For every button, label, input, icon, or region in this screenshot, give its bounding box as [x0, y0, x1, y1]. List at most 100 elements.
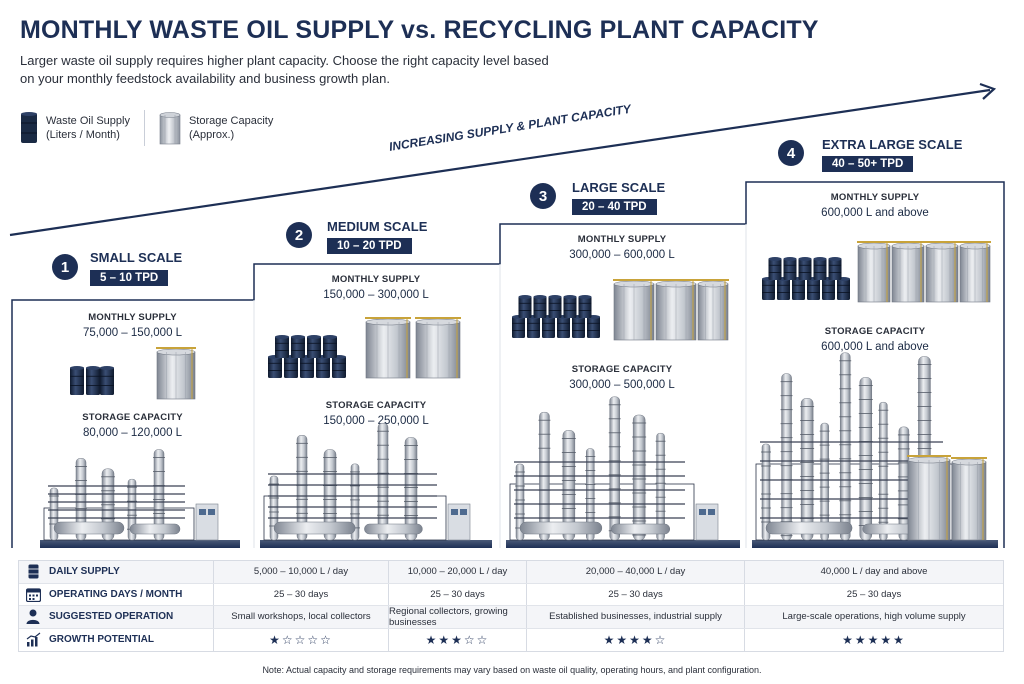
oil-barrel	[777, 277, 790, 300]
storage-tank	[697, 279, 729, 341]
row-label: OPERATING DAYS / MONTH	[19, 583, 214, 605]
row-label: GROWTH POTENTIAL	[19, 628, 214, 651]
stage-4-supply: MONTHLY SUPPLY 600,000 L and above	[821, 192, 929, 219]
oil-barrel	[578, 295, 592, 318]
oil-barrel	[557, 315, 570, 338]
star-rating: ★★★☆☆	[389, 628, 527, 651]
oil-barrel	[332, 355, 346, 378]
stage-3-tpd: 20 – 40 TPD	[572, 199, 657, 215]
oil-barrel	[768, 257, 782, 280]
plant-illustrations	[40, 241, 998, 548]
calendar-icon	[25, 586, 41, 602]
storage-tank	[365, 317, 411, 379]
storage-tank	[891, 241, 925, 303]
page-subtitle: Larger waste oil supply requires higher …	[20, 53, 549, 86]
page-title: MONTHLY WASTE OIL SUPPLY vs. RECYCLING P…	[20, 16, 819, 44]
table-row-growth-potential: GROWTH POTENTIAL ★☆☆☆☆ ★★★☆☆ ★★★★☆ ★★★★★	[19, 628, 1003, 651]
oil-barrel	[828, 257, 842, 280]
oil-barrel	[300, 355, 314, 378]
table-row-operating-days: OPERATING DAYS / MONTH 25 – 30 days 25 –…	[19, 583, 1003, 606]
recycling-plant	[506, 396, 740, 548]
oil-barrel	[548, 295, 562, 318]
row-label: SUGGESTED OPERATION	[19, 606, 214, 628]
table-cell: 25 – 30 days	[846, 588, 902, 600]
oil-barrel	[70, 366, 84, 395]
table-cell: 40,000 L / day and above	[820, 566, 928, 578]
stage-3-supply: MONTHLY SUPPLY 300,000 – 600,000 L	[569, 234, 675, 261]
table-row-suggested-operation: SUGGESTED OPERATION Small workshops, loc…	[19, 606, 1003, 629]
oil-barrel	[268, 355, 282, 378]
barrel-icon	[25, 564, 41, 580]
oil-barrel	[542, 315, 555, 338]
stage-2-name: MEDIUM SCALE	[327, 219, 428, 234]
stage-3-name: LARGE SCALE	[572, 180, 666, 195]
table-cell: Established businesses, industrial suppl…	[527, 606, 745, 628]
table-cell: 10,000 – 20,000 L / day	[389, 561, 527, 583]
star-rating: ★☆☆☆☆	[214, 628, 389, 651]
oil-barrel	[323, 335, 337, 358]
stage-1-storage: STORAGE CAPACITY 80,000 – 120,000 L	[82, 412, 183, 439]
table-cell: 20,000 – 40,000 L / day	[527, 561, 745, 583]
star-rating: ★★★★★	[842, 632, 906, 647]
summary-table: DAILY SUPPLY 5,000 – 10,000 L / day 10,0…	[18, 560, 1004, 652]
oil-barrel	[275, 335, 289, 358]
oil-barrel	[307, 335, 321, 358]
storage-tank	[857, 241, 891, 303]
oil-barrel	[783, 257, 797, 280]
oil-barrel	[813, 257, 827, 280]
storage-tank	[415, 317, 461, 379]
stage-4-storage: STORAGE CAPACITY 600,000 L and above	[821, 326, 929, 353]
oil-barrel	[100, 366, 114, 395]
oil-barrel	[572, 315, 585, 338]
storage-tank	[925, 241, 959, 303]
footnote: Note: Actual capacity and storage requir…	[262, 665, 762, 675]
table-cell: Large-scale operations, high volume supp…	[782, 611, 966, 623]
oil-barrel	[762, 277, 775, 300]
oil-barrel	[291, 335, 305, 358]
table-cell: 5,000 – 10,000 L / day	[214, 561, 389, 583]
recycling-plant	[40, 449, 240, 548]
storage-tank	[156, 347, 196, 400]
stage-3-badge: 3	[530, 183, 556, 209]
oil-barrel	[563, 295, 577, 318]
oil-barrel	[587, 315, 600, 338]
table-row-daily-supply: DAILY SUPPLY 5,000 – 10,000 L / day 10,0…	[19, 561, 1003, 584]
oil-barrel	[837, 277, 850, 300]
stage-1-tpd: 5 – 10 TPD	[90, 270, 169, 286]
row-label: DAILY SUPPLY	[19, 561, 214, 583]
storage-tank	[951, 457, 987, 541]
oil-barrel	[316, 355, 330, 378]
stage-1-name: SMALL SCALE	[90, 250, 183, 265]
star-rating: ★★★★☆	[527, 628, 745, 651]
oil-barrel	[533, 295, 547, 318]
oil-barrel	[518, 295, 532, 318]
person-icon	[25, 609, 41, 625]
oil-barrel	[807, 277, 820, 300]
stage-3-storage: STORAGE CAPACITY 300,000 – 500,000 L	[569, 364, 675, 391]
stage-2-tpd: 10 – 20 TPD	[327, 238, 412, 254]
stage-2-badge: 2	[286, 222, 312, 248]
recycling-plant	[260, 422, 492, 548]
storage-tank	[907, 455, 951, 541]
stage-2-supply: MONTHLY SUPPLY 150,000 – 300,000 L	[323, 274, 429, 301]
oil-barrel	[86, 366, 100, 395]
growth-chart-icon	[25, 632, 41, 648]
stage-4-badge: 4	[778, 140, 804, 166]
oil-barrel	[284, 355, 298, 378]
storage-tank	[613, 279, 655, 341]
storage-tank	[959, 241, 991, 303]
stage-2-storage: STORAGE CAPACITY 150,000 – 250,000 L	[323, 400, 429, 427]
storage-tank	[655, 279, 697, 341]
oil-barrel	[792, 277, 805, 300]
stage-4-name: EXTRA LARGE SCALE	[822, 137, 963, 152]
table-cell: 25 – 30 days	[389, 583, 527, 605]
oil-barrel	[798, 257, 812, 280]
table-cell: 25 – 30 days	[527, 583, 745, 605]
stage-4-tpd: 40 – 50+ TPD	[822, 156, 914, 172]
table-cell: Small workshops, local collectors	[214, 606, 389, 628]
table-cell: Regional collectors, growing businesses	[389, 606, 527, 628]
oil-barrel	[512, 315, 525, 338]
table-cell: 25 – 30 days	[214, 583, 389, 605]
oil-barrel	[527, 315, 540, 338]
stage-1-supply: MONTHLY SUPPLY 75,000 – 150,000 L	[82, 312, 183, 339]
